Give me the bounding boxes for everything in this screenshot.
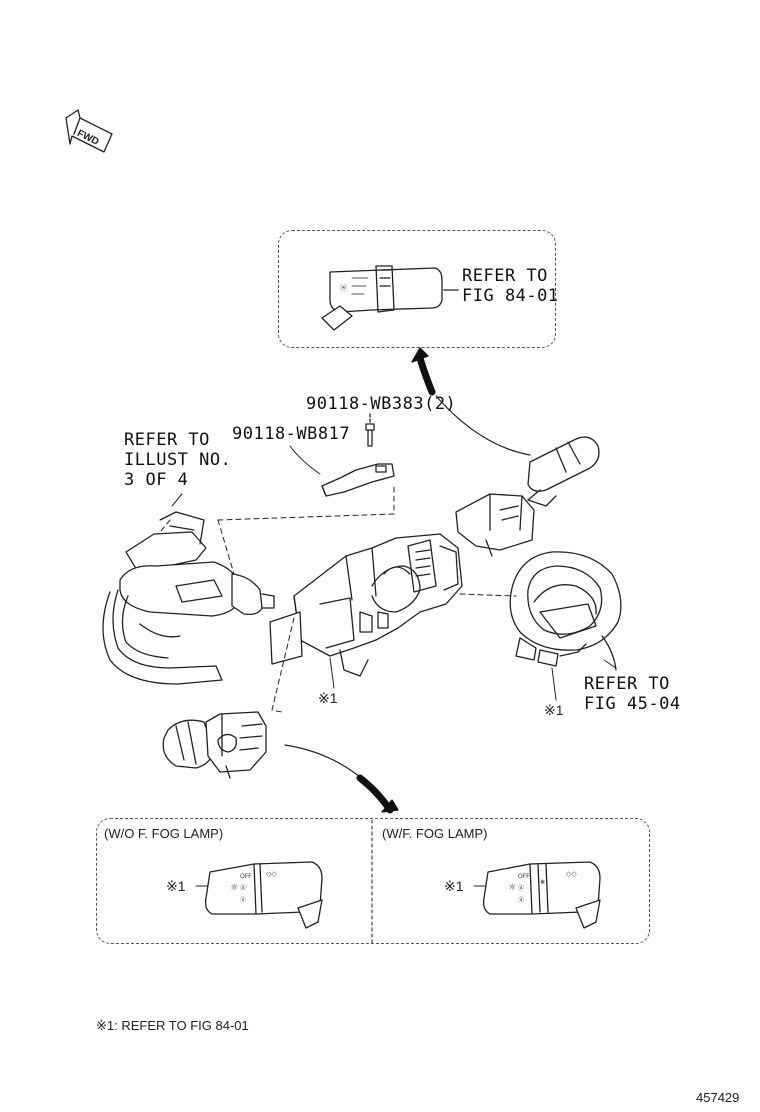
spiral-cable-drawing [509,551,622,701]
svg-text:ⓓ: ⓓ [518,884,524,892]
ref-wiper-line1: REFER TO [462,266,548,286]
ref-wiper-line2: FIG 84-01 [462,286,559,306]
option-switch-right-drawing: ☼ OFF ⓓ ⓓ ❋ ◇◇ [482,861,601,929]
wiper-lever-drawing [455,436,600,557]
part-number-bracket: 90118-WB817 [232,424,351,444]
svg-text:◇◇: ◇◇ [266,870,277,878]
svg-text:OFF: OFF [240,873,252,880]
headlamp-switch-drawing [162,711,267,779]
option-box [96,818,650,944]
footnote: ※1: REFER TO FIG 84-01 [96,1018,249,1033]
ref-spiral-line2: FIG 45-04 [584,694,681,714]
svg-text:ⓓ: ⓓ [240,884,246,892]
bracket-drawing [289,445,395,497]
figure-id: 457429 [696,1090,740,1105]
svg-text:ⓓ: ⓓ [518,896,524,904]
mark-option-left: ※1 [166,878,186,894]
wiper-switch-drawing: ⓦ [321,265,443,331]
wiper-callout-box [278,230,556,348]
combination-switch-drawing [269,533,463,689]
mark-spiral: ※1 [544,702,564,718]
mark-assembly: ※1 [318,690,338,706]
steering-column-drawing [102,511,275,685]
ref-illust-line1: REFER TO [124,430,210,450]
svg-text:OFF: OFF [518,873,530,880]
svg-text:ⓦ: ⓦ [340,284,347,292]
bolt-drawing [365,413,375,447]
svg-text:☼: ☼ [508,883,516,893]
svg-text:◇◇: ◇◇ [566,870,577,878]
curve-arrow-top [416,354,436,396]
curve-arrow-bottom [284,744,391,809]
svg-text:❋: ❋ [540,879,545,886]
option-left-title: (W/O F. FOG LAMP) [104,826,224,841]
option-switch-left-drawing: ☼ OFF ⓓ ⓓ ◇◇ [204,861,323,929]
mark-option-right: ※1 [444,878,464,894]
fwd-arrow-icon [65,109,113,153]
ref-illust-line3: 3 OF 4 [124,470,189,490]
svg-text:ⓓ: ⓓ [240,896,246,904]
option-right-title: (W/F. FOG LAMP) [382,826,488,841]
ref-spiral-line1: REFER TO [584,674,670,694]
part-number-bolt: 90118-WB383(2) [306,394,457,414]
svg-text:☼: ☼ [230,883,238,893]
ref-illust-line2: ILLUST NO. [124,450,232,470]
